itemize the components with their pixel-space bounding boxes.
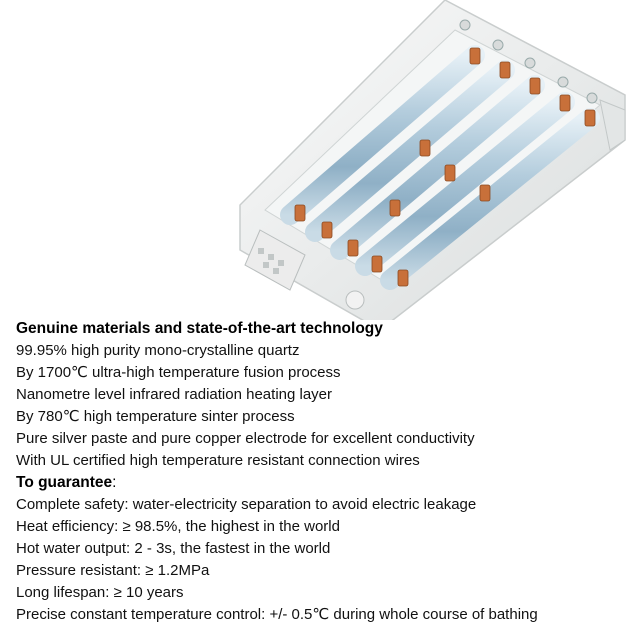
heading-guarantee-text: To guarantee — [16, 474, 113, 491]
materials-item: Pure silver paste and pure copper electr… — [16, 430, 475, 447]
terminal-block — [244, 229, 365, 310]
quartz-heater-illustration — [230, 0, 630, 320]
materials-item: With UL certified high temperature resis… — [16, 452, 420, 469]
heading-guarantee-colon: : — [112, 474, 117, 491]
materials-item: Nanometre level infrared radiation heati… — [16, 386, 333, 403]
guarantee-item: Pressure resistant: ≥ 1.2MPa — [16, 562, 210, 579]
guarantee-item: Precise constant temperature control: +/… — [16, 606, 538, 623]
copper-electrodes — [294, 47, 596, 287]
materials-item: 99.95% high purity mono-crystalline quar… — [16, 342, 300, 359]
heading-guarantee: To guarantee: — [16, 472, 628, 494]
spec-text: Genuine materials and state-of-the-art t… — [16, 318, 628, 626]
materials-item: By 780℃ high temperature sinter process — [16, 408, 295, 425]
guarantee-item: Long lifespan: ≥ 10 years — [16, 584, 184, 601]
top-rail-screws — [459, 19, 598, 104]
materials-item: By 1700℃ ultra-high temperature fusion p… — [16, 364, 341, 381]
guarantee-item: Hot water output: 2 - 3s, the fastest in… — [16, 540, 331, 557]
heading-materials: Genuine materials and state-of-the-art t… — [16, 320, 383, 337]
guarantee-item: Heat efficiency: ≥ 98.5%, the highest in… — [16, 518, 340, 535]
guarantee-item: Complete safety: water-electricity separ… — [16, 496, 477, 513]
